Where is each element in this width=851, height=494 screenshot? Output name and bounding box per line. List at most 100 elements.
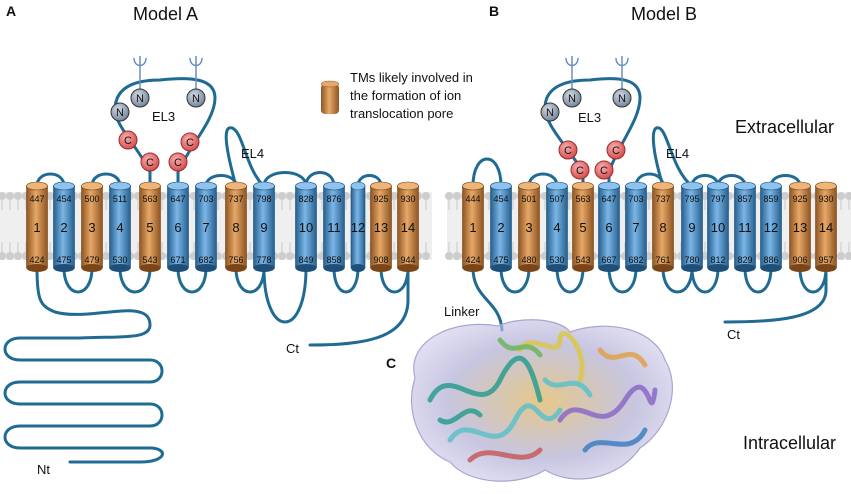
- tm-helix-1: 1 447 424: [26, 181, 48, 272]
- lipid-head: [445, 252, 453, 260]
- tm-number: 1: [469, 220, 476, 235]
- tm-helix-bottom-cap: [734, 264, 756, 272]
- loop-el-a: [262, 171, 308, 188]
- tm-bottom-residue: 479: [84, 255, 99, 265]
- glycan-tree-icon: [133, 56, 147, 89]
- tm-number: 14: [819, 220, 833, 235]
- tm-helix-bottom-cap: [167, 264, 189, 272]
- lipid-head: [453, 252, 461, 260]
- lipid-head: [14, 252, 22, 260]
- lipid-head: [845, 252, 851, 260]
- loops-model-b: [471, 77, 828, 332]
- tm-number: 1: [33, 220, 40, 235]
- loop-el3-a: [113, 77, 217, 188]
- tm-bottom-residue: 424: [465, 255, 480, 265]
- panel-a-letter: A: [6, 3, 16, 19]
- helices-model-b: 1444424245447535014804507530556354366476…: [462, 181, 837, 272]
- cysteine-c-label: C: [174, 157, 182, 169]
- tm-bottom-residue: 543: [575, 255, 590, 265]
- tm-helix-top-cap: [81, 181, 103, 191]
- legend-line-2: the formation of ion: [350, 88, 461, 103]
- tm-helix-top-cap: [815, 181, 837, 191]
- tm-number: 12: [351, 220, 365, 235]
- ct-tail-b: [723, 266, 828, 324]
- glycosylation-n-label: N: [136, 93, 144, 105]
- tm-helix-top-cap: [53, 181, 75, 191]
- tm-helix-top-cap: [681, 181, 703, 191]
- tm-top-residue: 703: [628, 194, 643, 204]
- tm-helix-bottom-cap: [351, 264, 365, 272]
- tm-bottom-residue: 812: [710, 255, 725, 265]
- tm-helix-top-cap: [397, 181, 419, 191]
- tm-number: 2: [497, 220, 504, 235]
- lipid-head: [781, 192, 789, 200]
- tm-top-residue: 859: [763, 194, 778, 204]
- tm-helix-top-cap: [490, 181, 512, 191]
- lipid-head: [781, 252, 789, 260]
- tm-bottom-residue: 424: [29, 255, 44, 265]
- lipid-head: [422, 192, 430, 200]
- tm-number: 11: [738, 220, 752, 235]
- tm-helix-top-cap: [789, 181, 811, 191]
- panel-b-title: Model B: [631, 4, 697, 24]
- loop-il1-b: [499, 266, 531, 294]
- tm-top-residue: 930: [818, 194, 833, 204]
- tm-helix-bottom-cap: [789, 264, 811, 272]
- loop-el4-a: [224, 126, 266, 188]
- lipid-head: [390, 192, 398, 200]
- tm-helix-bottom-cap: [815, 264, 837, 272]
- protein-ribbon: [542, 377, 593, 398]
- tm-top-residue: 444: [465, 194, 480, 204]
- tm-helix-top-cap: [625, 181, 647, 191]
- tm-top-residue: 447: [29, 194, 44, 204]
- tm-bottom-residue: 778: [256, 255, 271, 265]
- tm-helix-bottom-cap: [546, 264, 568, 272]
- lipid-head: [46, 252, 54, 260]
- tm-bottom-residue: 480: [521, 255, 536, 265]
- tm-bottom-residue: 475: [56, 255, 71, 265]
- tm-helix-top-cap: [518, 181, 540, 191]
- tm-bottom-residue: 530: [112, 255, 127, 265]
- glycosylation-site: [130, 88, 150, 108]
- tm-top-residue: 703: [198, 194, 213, 204]
- tm-number: 4: [553, 220, 560, 235]
- tm-top-residue: 647: [170, 194, 185, 204]
- glycosylation-site: [612, 88, 632, 108]
- tm-number: 6: [174, 220, 181, 235]
- cysteine-c-label: C: [576, 165, 584, 177]
- tm-helix-bottom-cap: [370, 264, 392, 272]
- tm-helix-12: 12: [350, 181, 366, 272]
- tm-number: 14: [401, 220, 415, 235]
- tm-top-residue: 563: [575, 194, 590, 204]
- glycosylation-site: [186, 88, 206, 108]
- lipid-head: [837, 252, 845, 260]
- glycosylation-site: [562, 88, 582, 108]
- ct-label-a: Ct: [286, 341, 299, 356]
- tm-helix-bottom-cap: [323, 264, 345, 272]
- tm-top-residue: 511: [113, 194, 127, 204]
- lipid-head: [390, 252, 398, 260]
- loop-il6-b: [743, 266, 773, 294]
- lipid-head: [102, 252, 110, 260]
- tm-helix-bottom-cap: [195, 264, 217, 272]
- tm-number: 9: [688, 220, 695, 235]
- lipid-head: [837, 192, 845, 200]
- tm-bottom-residue: 829: [737, 255, 752, 265]
- cysteine-c-label: C: [186, 137, 194, 149]
- extracellular-label: Extracellular: [735, 117, 834, 137]
- tm-helix-top-cap: [26, 181, 48, 191]
- cysteine-residue: [606, 140, 626, 160]
- loop-el3-b: [543, 77, 642, 188]
- tm-helix-top-cap: [167, 181, 189, 191]
- lipid-head: [14, 192, 22, 200]
